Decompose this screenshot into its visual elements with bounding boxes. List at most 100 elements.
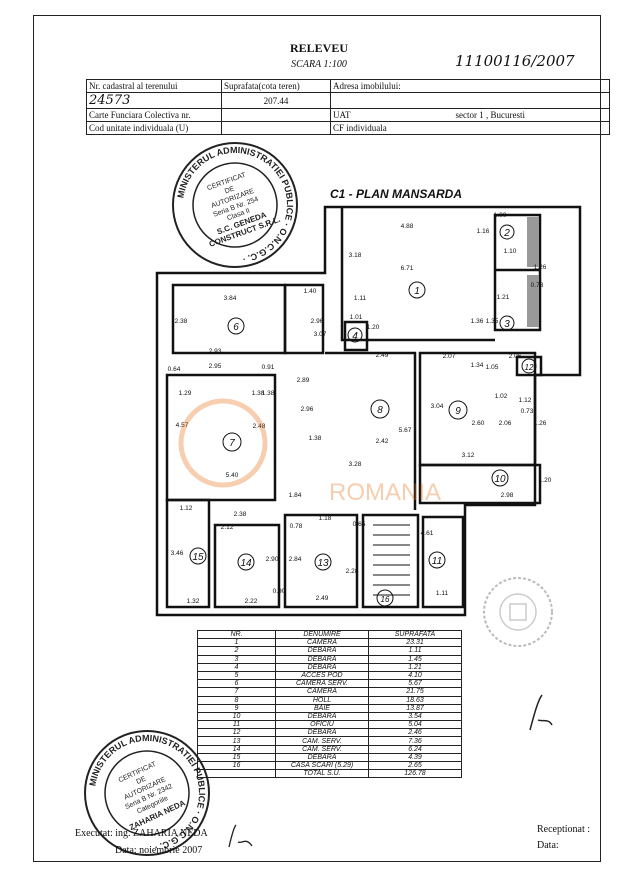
area-row-area: 21.75 — [368, 687, 462, 697]
dimension-label: 2.89 — [297, 377, 310, 384]
authorization-stamp-top: MINISTERUL ADMINISTRATIEI PUBLICE · O.N.… — [172, 142, 298, 268]
dimension-label: 2.96 — [311, 318, 324, 325]
area-row-area: 3.54 — [368, 711, 462, 722]
area-row-nr: 9 — [197, 703, 276, 713]
area-row-name: DEBARA — [275, 711, 369, 722]
scale-label: SCARA 1:100 — [291, 59, 347, 70]
dimension-label: 3.04 — [431, 403, 444, 410]
room-number: 10 — [494, 474, 506, 485]
area-row-area: 6.24 — [368, 744, 462, 754]
room12-walls — [515, 355, 543, 377]
area-row-nr: 5 — [197, 670, 276, 681]
area-row-name: DEBARA — [275, 646, 369, 656]
room14-walls — [213, 523, 281, 609]
unit-code-label: Cod unitate individuala (U) — [86, 121, 222, 135]
col-header-nr: NR. — [197, 629, 276, 640]
dimension-label: 0.91 — [262, 364, 275, 371]
area-row-area: 1.11 — [368, 646, 462, 656]
dimension-label: 1.32 — [187, 598, 200, 605]
room-number: 8 — [377, 405, 383, 416]
room11-walls — [421, 515, 465, 609]
area-value: 207.44 — [221, 92, 331, 109]
room10-walls — [418, 463, 542, 505]
area-row-name: CAM. SERV. — [275, 744, 369, 754]
watermark-arc — [178, 398, 268, 488]
area-row-area: 18.63 — [368, 695, 462, 705]
area-row-area: 4.10 — [368, 670, 462, 681]
dimension-label: 1.00 — [494, 212, 507, 219]
dimension-label: 0.73 — [531, 282, 544, 289]
dimension-label: 3.07 — [314, 331, 327, 338]
area-row-nr: 4 — [197, 662, 276, 672]
area-row-name: CASA SCARI (5.29) — [275, 760, 369, 771]
dimension-label: 2.07 — [443, 353, 456, 360]
document-title: RELEVEU — [289, 41, 348, 55]
dimension-label: 1.05 — [486, 364, 499, 371]
dimension-label: 1.12 — [519, 397, 532, 404]
room-number: 7 — [229, 438, 235, 449]
dimension-label: 3.12 — [462, 452, 475, 459]
room-number: 12 — [525, 363, 534, 372]
stamp-bottom-line2: DE — [135, 775, 147, 786]
dimension-label: 2.93 — [209, 348, 222, 355]
dimension-label: 1.26 — [534, 264, 547, 271]
dimension-label: 5.40 — [226, 472, 239, 479]
area-row-name: HOLL — [275, 695, 369, 705]
dimension-label: 2.12 — [221, 524, 234, 531]
area-row-area: 5.67 — [368, 679, 462, 689]
area-row-area: 5.04 — [368, 720, 462, 730]
stamp-top-line2: DE — [224, 185, 236, 195]
area-row-name: CAMERA SERV. — [275, 679, 369, 689]
area-row-name: ACCES POD — [275, 670, 369, 681]
dimension-label: 1.26 — [534, 420, 547, 427]
dimension-label: 1.20 — [367, 324, 380, 331]
dimension-label: 0.64 — [168, 366, 181, 373]
area-row-nr: 1 — [197, 638, 276, 648]
dimension-label: 1.35 — [486, 318, 499, 325]
dimension-label: 2.49 — [376, 352, 389, 359]
room-number: 14 — [240, 558, 252, 569]
dimension-label: 1.10 — [504, 248, 517, 255]
dimension-label: 1.34 — [471, 362, 484, 369]
dimension-label: 2.49 — [316, 595, 329, 602]
signature-executant — [228, 824, 253, 848]
area-row-nr: 8 — [197, 695, 276, 705]
dimension-label: 0.90 — [273, 588, 286, 595]
dimension-label: 3.46 — [171, 550, 184, 557]
area-row-nr: 2 — [197, 646, 276, 656]
dimension-label: 2.96 — [301, 406, 314, 413]
dimension-label: 2.42 — [376, 438, 389, 445]
area-row-area: 13.87 — [368, 703, 462, 713]
received-date-label: Data: — [537, 840, 559, 851]
outer-walls — [155, 205, 582, 617]
area-row-nr: 7 — [197, 687, 276, 697]
dimension-label: 2.22 — [245, 598, 258, 605]
area-row-area: 1.21 — [368, 662, 462, 672]
room4-walls — [343, 320, 369, 352]
dimension-label: 1.18 — [319, 515, 332, 522]
area-row-area: 1.45 — [368, 654, 462, 664]
room1-wall — [340, 207, 495, 342]
col-header-area: SUPRAFATA — [368, 629, 462, 640]
room-number: 16 — [381, 595, 390, 604]
area-row-name: BAIE — [275, 703, 369, 713]
dimension-label: 5.67 — [399, 427, 412, 434]
area-row-area: 2.65 — [368, 760, 462, 771]
area-row-name: DEBARA — [275, 654, 369, 664]
col-header-name: DENUMIRE — [275, 629, 369, 640]
cadastral-header-table: Nr. cadastral al terenului Suprafata(cot… — [86, 79, 610, 135]
room5-walls — [283, 283, 325, 355]
dimension-label: 2.38 — [234, 511, 247, 518]
